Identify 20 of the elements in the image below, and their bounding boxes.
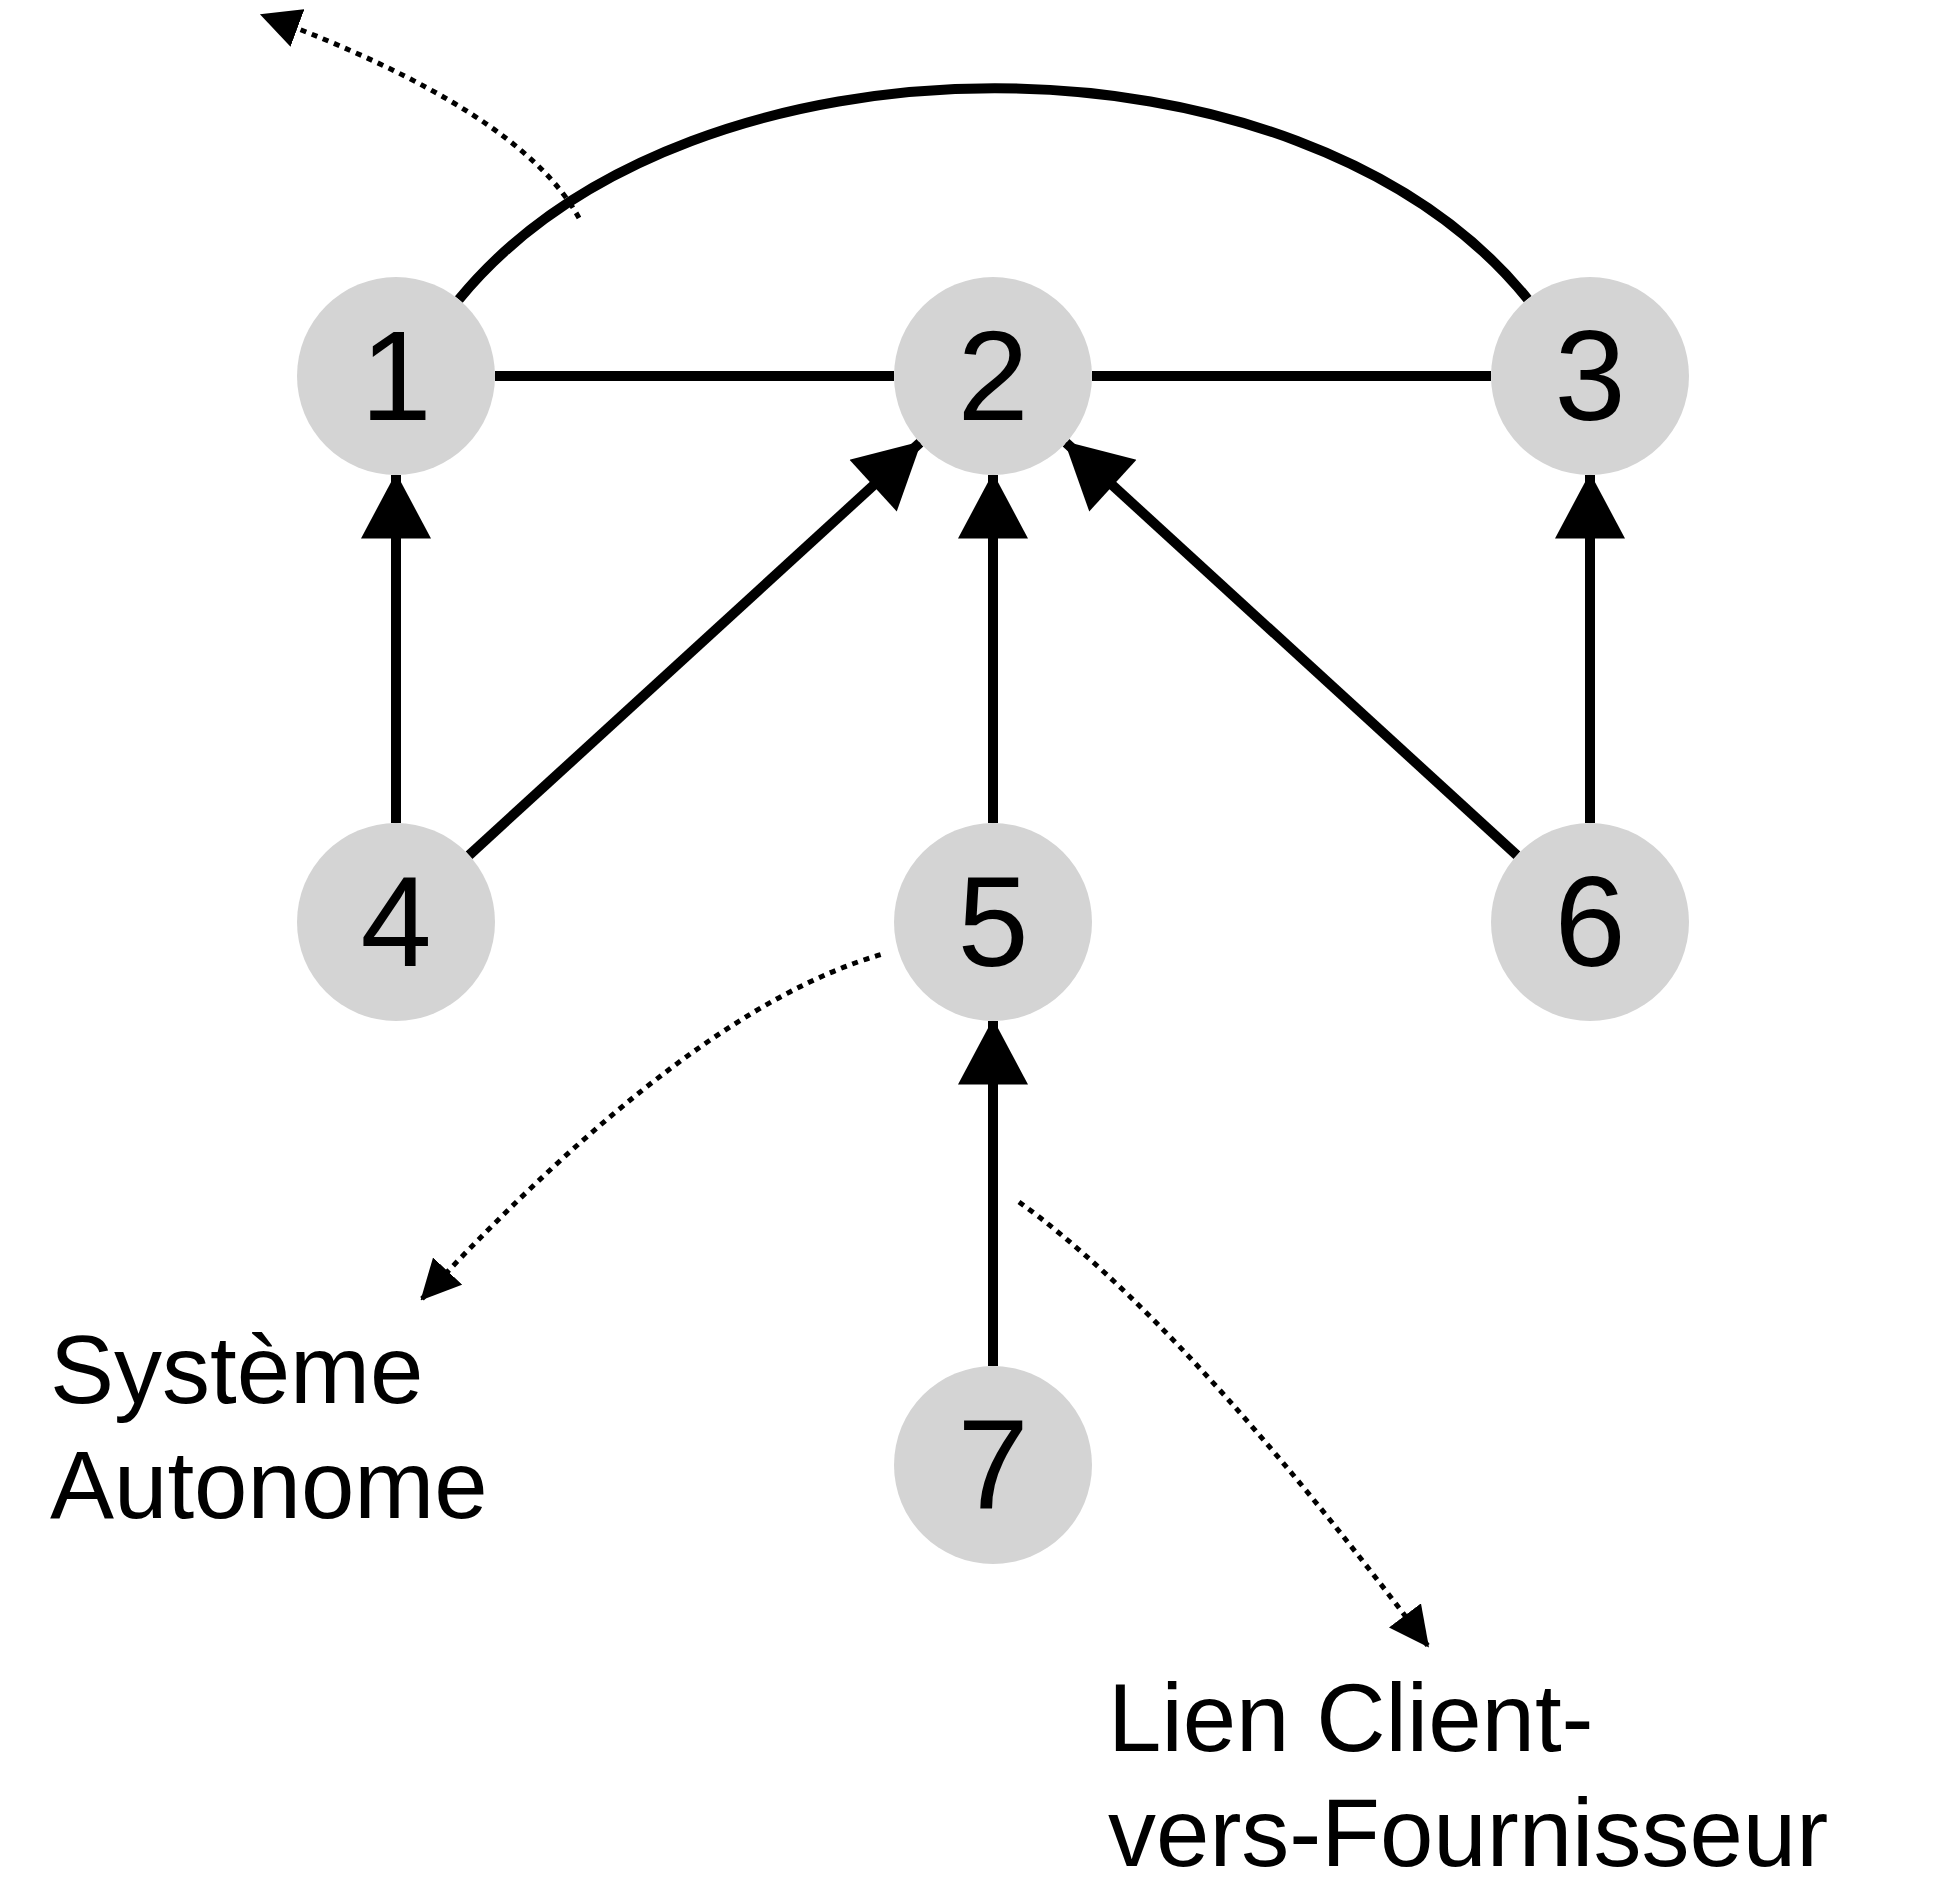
arrow [958, 472, 1028, 823]
leader-arrow [420, 952, 882, 1301]
node-number: 1 [360, 312, 432, 440]
connector-line [495, 371, 894, 381]
arrow [1062, 439, 1521, 859]
node-number: 4 [360, 858, 432, 986]
arrow [1555, 472, 1625, 823]
node-number: 6 [1554, 858, 1626, 986]
node-number: 5 [957, 858, 1029, 986]
arrow [465, 439, 924, 859]
annotation-text: Système Autonome [50, 1312, 570, 1543]
connector-line [1092, 371, 1491, 381]
node-number: 7 [957, 1401, 1029, 1529]
connector-line [455, 83, 1532, 304]
arrow [958, 1018, 1028, 1366]
annotation-text: Lien Client- vers-Fournisseur [1108, 1660, 1938, 1891]
node-number: 2 [957, 312, 1029, 440]
leader-arrow [1017, 1200, 1430, 1648]
arrow [361, 472, 431, 823]
node-number: 3 [1554, 312, 1626, 440]
